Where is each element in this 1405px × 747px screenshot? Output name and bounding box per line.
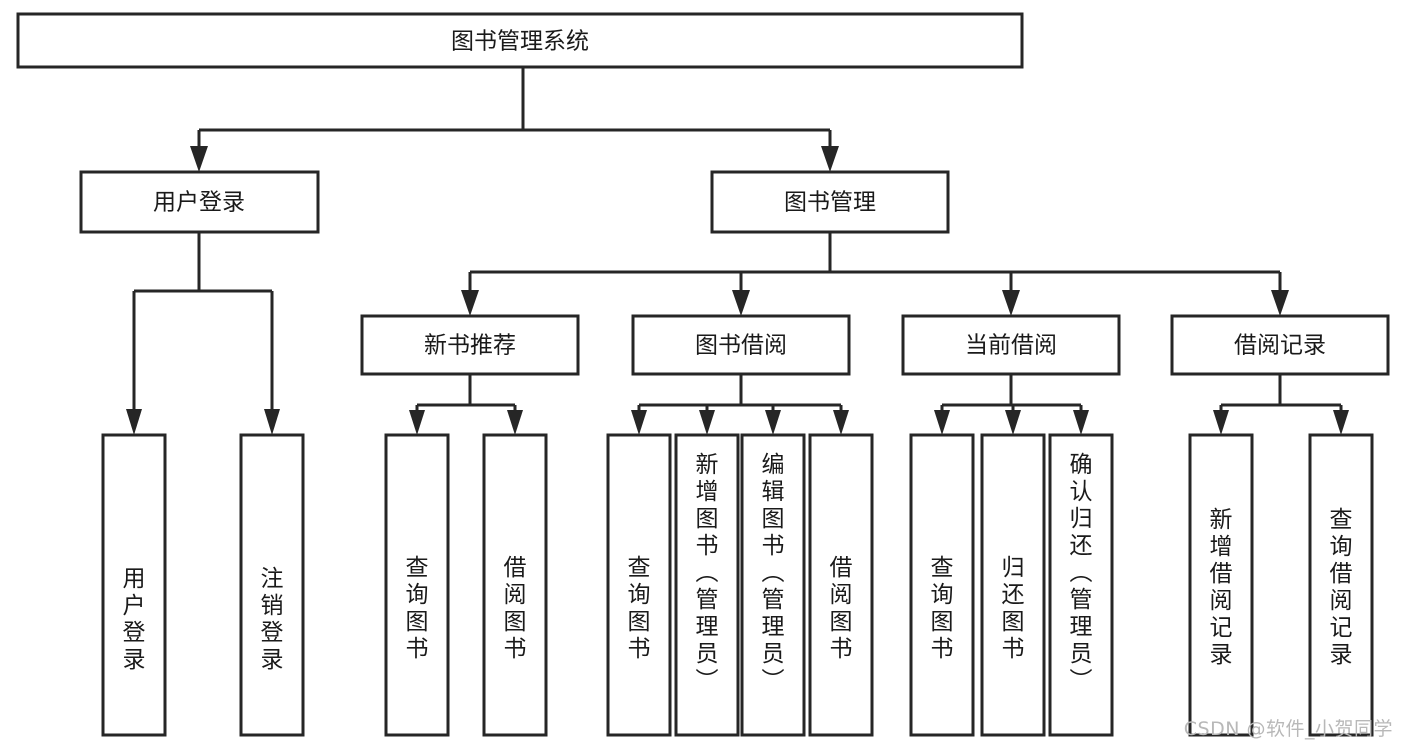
node-leaf-query-book-3[interactable]: 查询图书	[909, 433, 975, 737]
node-leaf-return-book-label: 归还图书	[1002, 555, 1025, 662]
node-borrow-record-label: 借阅记录	[1234, 333, 1326, 359]
node-leaf-logout-login[interactable]: 注销登录	[239, 433, 305, 737]
connector-layer	[126, 67, 1349, 435]
node-leaf-edit-book-label: 编辑图书︵管理员︶	[762, 452, 785, 694]
node-leaf-query-book-1[interactable]: 查询图书	[384, 433, 450, 737]
node-current-borrow-box[interactable]	[901, 314, 1121, 376]
node-leaf-confirm-return-box[interactable]	[1048, 433, 1114, 737]
node-leaf-add-book[interactable]: 新增图书︵管理员︶	[674, 433, 740, 737]
node-leaf-edit-book-box[interactable]	[740, 433, 806, 737]
node-leaf-query-borrow-record-label: 查询借阅记录	[1330, 507, 1353, 668]
node-leaf-borrow-book-1-label: 借阅图书	[504, 555, 527, 662]
node-leaf-return-book-box[interactable]	[980, 433, 1046, 737]
node-leaf-confirm-return-label: 确认归还︵管理员︶	[1070, 452, 1093, 694]
node-new-book-recommend-label: 新书推荐	[424, 333, 516, 359]
node-book-borrow[interactable]: 图书借阅	[631, 314, 851, 376]
arrow-head-leaf-query-book-2	[631, 410, 647, 435]
arrow-head-leaf-return-book	[1005, 410, 1021, 435]
node-book-management-box[interactable]	[710, 170, 950, 234]
arrow-head-new-book-recommend	[461, 290, 479, 316]
node-leaf-query-borrow-record[interactable]: 查询借阅记录	[1308, 433, 1374, 737]
node-leaf-user-login[interactable]: 用户登录	[101, 433, 167, 737]
node-leaf-add-book-label: 新增图书︵管理员︶	[696, 452, 719, 694]
arrow-head-leaf-add-book	[699, 410, 715, 435]
node-leaf-query-book-1-box[interactable]	[384, 433, 450, 737]
node-leaf-user-login-box[interactable]	[101, 433, 167, 737]
node-root[interactable]: 图书管理系统	[16, 12, 1024, 69]
node-new-book-recommend[interactable]: 新书推荐	[360, 314, 580, 376]
node-leaf-add-book-box[interactable]	[674, 433, 740, 737]
node-user-login-box[interactable]	[79, 170, 320, 234]
node-leaf-query-book-2-box[interactable]	[606, 433, 672, 737]
node-leaf-add-borrow-record-label: 新增借阅记录	[1210, 507, 1233, 668]
arrow-head-borrow-record	[1271, 290, 1289, 316]
node-borrow-record-box[interactable]	[1170, 314, 1390, 376]
arrow-head-leaf-confirm-return	[1073, 410, 1089, 435]
arrow-head-book-borrow	[732, 290, 750, 316]
node-leaf-return-book[interactable]: 归还图书	[980, 433, 1046, 737]
node-user-login-label: 用户登录	[153, 190, 245, 216]
arrow-head-leaf-borrow-book-1	[507, 410, 523, 435]
node-leaf-logout-login-label: 注销登录	[261, 566, 284, 673]
arrow-head-leaf-user-login	[126, 409, 142, 435]
arrow-head-leaf-add-borrow-record	[1213, 410, 1229, 435]
arrow-head-leaf-edit-book	[765, 410, 781, 435]
node-leaf-query-book-1-label: 查询图书	[406, 555, 429, 662]
node-leaf-query-book-3-label: 查询图书	[931, 555, 954, 662]
node-book-management-label: 图书管理	[784, 190, 876, 216]
node-book-management[interactable]: 图书管理	[710, 170, 950, 234]
arrow-head-leaf-query-book-1	[409, 410, 425, 435]
node-new-book-recommend-box[interactable]	[360, 314, 580, 376]
arrow-head-leaf-query-book-3	[934, 410, 950, 435]
node-leaf-user-login-label: 用户登录	[123, 566, 146, 673]
node-leaf-query-borrow-record-box[interactable]	[1308, 433, 1374, 737]
node-leaf-confirm-return[interactable]: 确认归还︵管理员︶	[1048, 433, 1114, 737]
node-leaf-logout-login-box[interactable]	[239, 433, 305, 737]
node-leaf-borrow-book-2-box[interactable]	[808, 433, 874, 737]
node-leaf-borrow-book-2-label: 借阅图书	[830, 555, 853, 662]
node-leaf-edit-book[interactable]: 编辑图书︵管理员︶	[740, 433, 806, 737]
arrow-head-leaf-logout-login	[264, 409, 280, 435]
node-root-label: 图书管理系统	[451, 29, 589, 55]
node-current-borrow[interactable]: 当前借阅	[901, 314, 1121, 376]
node-book-borrow-label: 图书借阅	[695, 333, 787, 359]
node-book-borrow-box[interactable]	[631, 314, 851, 376]
node-leaf-borrow-book-2[interactable]: 借阅图书	[808, 433, 874, 737]
node-leaf-add-borrow-record-box[interactable]	[1188, 433, 1254, 737]
arrow-head-leaf-borrow-book-2	[833, 410, 849, 435]
node-leaf-query-book-3-box[interactable]	[909, 433, 975, 737]
node-leaf-borrow-book-1-box[interactable]	[482, 433, 548, 737]
arrow-head-current-borrow	[1002, 290, 1020, 316]
arrow-head-leaf-query-borrow-record	[1333, 410, 1349, 435]
node-leaf-query-book-2-label: 查询图书	[628, 555, 651, 662]
leaf-node-group: 用户登录 注销登录 查询图书 借阅图书 查询图书 新增图书︵管理员︶	[101, 433, 1374, 737]
node-user-login[interactable]: 用户登录	[79, 170, 320, 234]
node-root-box[interactable]	[16, 12, 1024, 69]
node-leaf-borrow-book-1[interactable]: 借阅图书	[482, 433, 548, 737]
node-leaf-query-book-2[interactable]: 查询图书	[606, 433, 672, 737]
node-borrow-record[interactable]: 借阅记录	[1170, 314, 1390, 376]
arrow-head-book-management	[821, 146, 839, 172]
node-current-borrow-label: 当前借阅	[965, 333, 1057, 359]
node-leaf-add-borrow-record[interactable]: 新增借阅记录	[1188, 433, 1254, 737]
arrow-head-user-login	[190, 146, 208, 172]
